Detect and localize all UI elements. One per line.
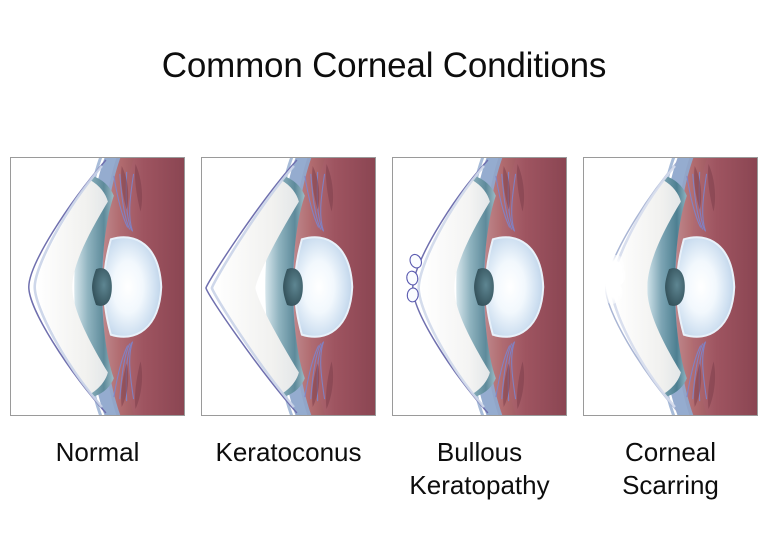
caption-line: Keratopathy xyxy=(409,470,550,500)
bulla-icon xyxy=(406,287,419,303)
caption-normal: Normal xyxy=(10,436,185,502)
choroid-band xyxy=(673,158,708,415)
choroid-band xyxy=(291,158,326,415)
page-title: Common Corneal Conditions xyxy=(161,46,607,85)
zonule-fibers-bottom xyxy=(113,341,135,402)
choroid-band xyxy=(482,158,517,415)
eye-cross-section-corneal-scarring xyxy=(601,158,757,415)
caption-line: Corneal xyxy=(624,437,717,467)
panel-normal[interactable] xyxy=(10,157,185,416)
eye-cross-section-normal xyxy=(28,158,184,415)
scar-core xyxy=(606,261,622,295)
anterior-chamber-cone xyxy=(213,179,299,395)
caption-line: Scarring xyxy=(622,470,719,500)
panel-corneal-scarring[interactable] xyxy=(583,157,758,416)
anterior-chamber xyxy=(36,179,108,395)
caption-row: Normal Keratoconus Bullous Keratopathy C… xyxy=(10,436,758,502)
ciliary-crypts xyxy=(312,163,334,410)
choroid-band xyxy=(100,158,135,415)
caption-keratoconus: Keratoconus xyxy=(201,436,376,502)
caption-line: Bullous xyxy=(436,437,523,467)
bulla-icon xyxy=(406,270,419,286)
panel-bullous-keratopathy[interactable] xyxy=(392,157,567,416)
lens xyxy=(293,236,354,338)
anterior-chamber xyxy=(420,179,490,395)
cornea-inner-line xyxy=(33,165,103,408)
eye-cross-section-bullous-keratopathy xyxy=(406,158,566,415)
lens xyxy=(675,236,736,338)
bulla-icon xyxy=(409,253,422,269)
caption-corneal-scarring: Corneal Scarring xyxy=(583,436,758,502)
caption-bullous-keratopathy: Bullous Keratopathy xyxy=(392,436,567,502)
pupil xyxy=(92,268,112,306)
lens xyxy=(102,236,163,338)
caption-line: Normal xyxy=(55,437,140,467)
panel-keratoconus[interactable] xyxy=(201,157,376,416)
pupil xyxy=(665,268,685,306)
caption-line: Keratoconus xyxy=(215,437,362,467)
ciliary-crypts xyxy=(121,163,143,410)
pupil xyxy=(474,268,494,306)
cornea-outline xyxy=(28,159,107,414)
cornea-outline-cone xyxy=(205,159,298,414)
ciliary-crypts xyxy=(694,163,716,410)
cornea-inner-line xyxy=(210,165,295,408)
pupil xyxy=(283,268,303,306)
panel-row xyxy=(10,157,758,416)
cornea-inner-line xyxy=(417,165,485,408)
lens xyxy=(484,236,545,338)
ciliary-crypts xyxy=(503,163,525,410)
scar-patch xyxy=(601,254,626,305)
bulla-group xyxy=(406,253,422,303)
anterior-chamber xyxy=(613,179,681,395)
eye-cross-section-keratoconus xyxy=(205,158,375,415)
